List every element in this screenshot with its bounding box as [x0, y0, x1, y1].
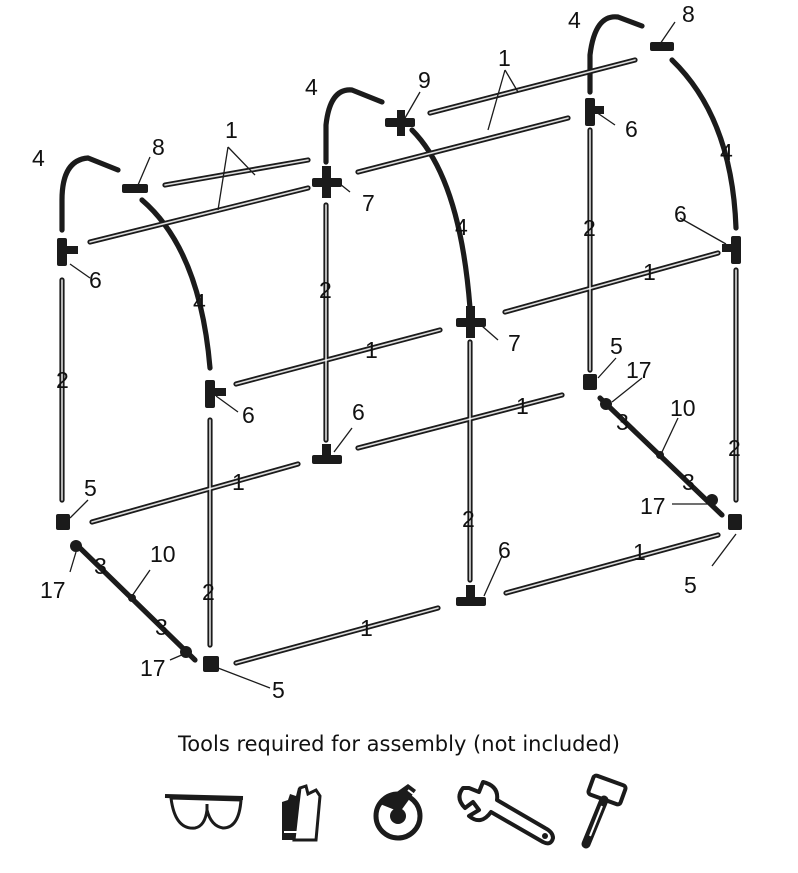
label-base-pipe: 3 — [94, 553, 107, 579]
end-arch-connector — [650, 42, 674, 51]
label-side-rail: 1 — [225, 117, 238, 143]
label-t-connector: 6 — [625, 116, 638, 142]
t-connector — [312, 455, 342, 464]
base-joint — [128, 594, 136, 602]
label-base-joint: 10 — [670, 395, 696, 421]
label-peg: 17 — [140, 655, 166, 681]
label-corner-connector: 5 — [684, 572, 697, 598]
label-arch: 4 — [720, 139, 733, 165]
leader-lines — [69, 21, 737, 689]
label-end-arch-connector: 8 — [682, 1, 695, 27]
label-peg: 17 — [640, 493, 666, 519]
label-corner-connector: 5 — [84, 475, 97, 501]
arch-front-right — [139, 197, 213, 371]
ground-peg — [706, 494, 718, 506]
corner-connector — [203, 656, 219, 672]
label-side-rail: 1 — [498, 45, 511, 71]
label-t-connector: 6 — [352, 399, 365, 425]
label-mid-arch-connector: 9 — [418, 67, 431, 93]
label-upright: 2 — [462, 506, 475, 532]
label-base-pipe: 3 — [682, 469, 695, 495]
arch-front-left — [59, 155, 121, 233]
part-labels: 4 4 4 4 4 4 8 8 9 1 1 1 1 1 1 1 1 2 2 2 … — [32, 1, 741, 703]
label-upright: 2 — [202, 579, 215, 605]
label-side-rail: 1 — [633, 539, 646, 565]
connectors — [56, 42, 742, 672]
base-pipe-front — [77, 545, 198, 663]
label-cross-connector: 7 — [362, 190, 375, 216]
label-arch: 4 — [305, 74, 318, 100]
label-upright: 2 — [583, 215, 596, 241]
gloves-icon — [282, 784, 322, 842]
label-end-arch-connector: 8 — [152, 134, 165, 160]
label-peg: 17 — [40, 577, 66, 603]
label-upright: 2 — [728, 435, 741, 461]
label-arch: 4 — [32, 145, 45, 171]
t-connector — [456, 597, 486, 606]
corner-connector — [728, 514, 742, 530]
label-side-rail: 1 — [232, 469, 245, 495]
label-t-connector: 6 — [674, 201, 687, 227]
label-arch: 4 — [193, 289, 206, 315]
arch-mid-right — [409, 127, 473, 311]
label-t-connector: 6 — [498, 537, 511, 563]
label-t-connector: 6 — [89, 267, 102, 293]
ground-peg — [600, 398, 612, 410]
corner-connector — [583, 374, 597, 390]
ground-peg — [180, 646, 192, 658]
label-arch: 4 — [455, 214, 468, 240]
label-cross-connector: 7 — [508, 330, 521, 356]
mallet-icon — [581, 773, 628, 849]
label-side-rail: 1 — [516, 393, 529, 419]
label-upright: 2 — [56, 367, 69, 393]
arch-back-right — [669, 57, 739, 231]
safety-glasses-icon — [164, 794, 244, 830]
tube-highlights — [61, 59, 737, 664]
corner-connector — [56, 514, 70, 530]
arch-mid-left — [323, 87, 385, 165]
arch-back-left — [587, 14, 645, 95]
label-side-rail: 1 — [365, 337, 378, 363]
label-side-rail: 1 — [360, 615, 373, 641]
end-arch-connector — [122, 184, 148, 193]
label-t-connector: 6 — [242, 402, 255, 428]
label-peg: 17 — [626, 357, 652, 383]
label-base-joint: 10 — [150, 541, 176, 567]
tools-caption: Tools required for assembly (not include… — [178, 732, 620, 756]
base-joint — [656, 451, 664, 459]
label-base-pipe: 3 — [155, 614, 168, 640]
label-base-pipe: 3 — [616, 409, 629, 435]
label-arch: 4 — [568, 7, 581, 33]
label-side-rail: 1 — [643, 259, 656, 285]
tape-measure-icon — [373, 784, 423, 841]
label-upright: 2 — [319, 277, 332, 303]
ground-peg — [70, 540, 82, 552]
adjustable-wrench-icon — [457, 780, 555, 846]
tools-row — [164, 773, 628, 849]
label-corner-connector: 5 — [610, 333, 623, 359]
label-corner-connector: 5 — [272, 677, 285, 703]
